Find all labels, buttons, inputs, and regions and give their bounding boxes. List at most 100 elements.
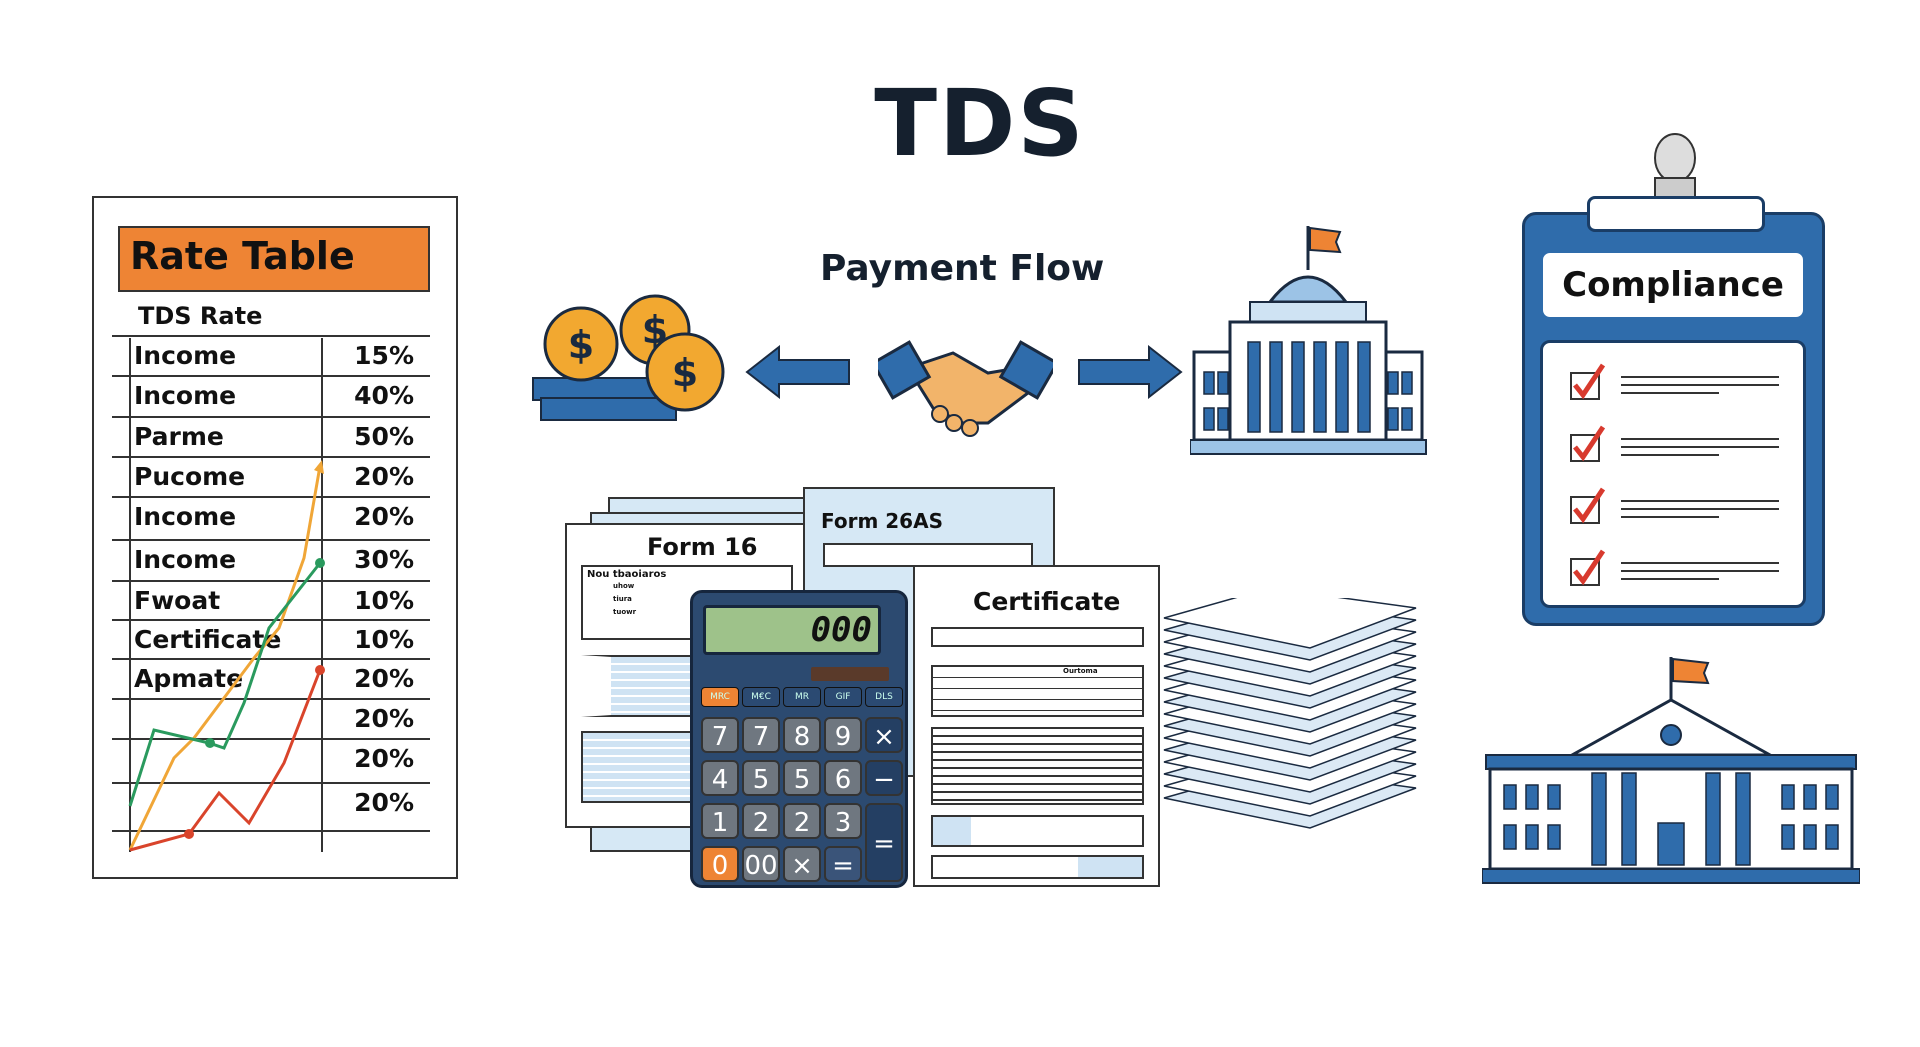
rate-row-name: Fwoat bbox=[134, 586, 221, 615]
certificate-title: Certificate bbox=[973, 587, 1121, 616]
rate-table-row: Income 40% bbox=[112, 375, 430, 416]
form16-line: uhow bbox=[613, 582, 635, 590]
checkbox-checked-icon bbox=[1570, 487, 1779, 524]
calculator-key: − bbox=[865, 760, 903, 796]
calculator-memory-key: MRC bbox=[701, 687, 739, 707]
checkbox-checked-icon bbox=[1570, 425, 1779, 462]
rate-table-row: 20% bbox=[112, 698, 430, 738]
rate-row-value: 10% bbox=[354, 586, 414, 615]
form16-line: tiura bbox=[613, 595, 632, 603]
rate-table-row: Apmate 20% bbox=[112, 658, 430, 698]
rate-row-name: Pucome bbox=[134, 462, 246, 491]
compliance-title: Compliance bbox=[1540, 250, 1806, 320]
form16-line: tuowr bbox=[613, 608, 637, 616]
certificate-block bbox=[931, 855, 1144, 879]
certificate-text-block bbox=[931, 727, 1144, 805]
rate-row-name: Income bbox=[134, 545, 237, 574]
rate-table-row: Income 20% bbox=[112, 496, 430, 539]
rate-table-header: Rate Table bbox=[118, 226, 430, 292]
calculator-key: 2 bbox=[742, 803, 780, 839]
certificate-block bbox=[931, 815, 1144, 847]
calculator-key: 6 bbox=[824, 760, 862, 796]
calculator-key: = bbox=[824, 846, 862, 882]
compliance-checklist bbox=[1540, 340, 1806, 608]
arrow-right-icon bbox=[1078, 345, 1183, 399]
certificate-document: Certificate Ourtoma bbox=[913, 565, 1160, 887]
calculator-key: 5 bbox=[742, 760, 780, 796]
paper-stack-icon bbox=[1163, 598, 1417, 829]
government-building-bottom-icon bbox=[1482, 657, 1860, 884]
certificate-table: Ourtoma bbox=[931, 665, 1144, 717]
calculator-key: × bbox=[783, 846, 821, 882]
orange-arrow-head bbox=[314, 460, 324, 474]
rate-row-name: Certificate bbox=[134, 625, 282, 654]
calculator-key: 9 bbox=[824, 717, 862, 753]
rate-row-value: 20% bbox=[354, 788, 414, 817]
calculator-key: 7 bbox=[742, 717, 780, 753]
certificate-cell: Ourtoma bbox=[1063, 667, 1098, 675]
rate-row-value: 20% bbox=[354, 704, 414, 733]
orange-trend-line bbox=[128, 465, 322, 851]
svg-text:$: $ bbox=[672, 351, 698, 395]
calculator-key: 0 bbox=[701, 846, 739, 882]
calculator-memory-key: M€C bbox=[742, 687, 780, 707]
calculator-key: 1 bbox=[701, 803, 739, 839]
rate-row-name: Apmate bbox=[134, 664, 244, 693]
calculator-memory-key: MR bbox=[783, 687, 821, 707]
rate-table-row: Income 15% bbox=[112, 335, 430, 375]
form16-title: Form 16 bbox=[647, 533, 758, 561]
calculator-key: 7 bbox=[701, 717, 739, 753]
svg-text:$: $ bbox=[642, 308, 668, 352]
form26as-title: Form 26AS bbox=[821, 509, 943, 533]
calculator-display: 000 bbox=[703, 605, 881, 655]
calculator-memory-key: GIF bbox=[824, 687, 862, 707]
clipboard-clip bbox=[1587, 196, 1765, 232]
calculator-key: 5 bbox=[783, 760, 821, 796]
checklist-item bbox=[1569, 425, 1789, 469]
calculator-key: 3 bbox=[824, 803, 862, 839]
rate-table-row: Fwoat 10% bbox=[112, 580, 430, 619]
rate-table-row: 20% bbox=[112, 738, 430, 782]
calculator-key: × bbox=[865, 717, 903, 753]
checklist-item bbox=[1569, 363, 1789, 407]
trend-lines-chart bbox=[128, 338, 325, 852]
solar-panel bbox=[811, 667, 889, 681]
checklist-item bbox=[1569, 487, 1789, 531]
rate-table-subheader: TDS Rate bbox=[138, 302, 263, 330]
rate-row-name: Income bbox=[134, 381, 237, 410]
coins-icon: $$$ bbox=[532, 294, 725, 421]
rate-table-card: Rate Table TDS Rate Income 15% Income 40% Pa… bbox=[92, 196, 458, 879]
rate-row-value: 20% bbox=[354, 664, 414, 693]
checkbox-checked-icon bbox=[1570, 549, 1779, 586]
handshake-icon bbox=[878, 340, 1053, 437]
rate-row-name: Income bbox=[134, 502, 237, 531]
form16-table-title: Nou tbaoiaros bbox=[587, 569, 667, 580]
rate-row-value: 10% bbox=[354, 625, 414, 654]
rate-row-value: 20% bbox=[354, 502, 414, 531]
page-title: TDS bbox=[874, 70, 1086, 177]
rate-row-value: 20% bbox=[354, 462, 414, 491]
rate-row-value: 15% bbox=[354, 341, 414, 370]
rate-row-name: Income bbox=[134, 341, 237, 370]
government-building-icon bbox=[1190, 226, 1427, 455]
red-trend-line bbox=[129, 669, 322, 852]
rate-row-value: 30% bbox=[354, 545, 414, 574]
calculator-memory-key: DLS bbox=[865, 687, 903, 707]
rate-table-row: Certificate 10% bbox=[112, 619, 430, 658]
rate-row-value: 50% bbox=[354, 422, 414, 451]
certificate-field bbox=[931, 627, 1144, 647]
arrow-left-icon bbox=[745, 345, 850, 399]
calculator-key: = bbox=[865, 803, 903, 882]
form26as-field bbox=[823, 543, 1033, 567]
calculator-key: 2 bbox=[783, 803, 821, 839]
rate-table-bottom-rule bbox=[112, 830, 430, 832]
green-trend-line bbox=[128, 562, 322, 807]
svg-text:$: $ bbox=[568, 323, 594, 367]
calculator-key: 4 bbox=[701, 760, 739, 796]
checkbox-checked-icon bbox=[1570, 363, 1779, 400]
rate-row-value: 40% bbox=[354, 381, 414, 410]
payment-flow-label: Payment Flow bbox=[820, 248, 1105, 289]
rate-table-row: Pucome 20% bbox=[112, 456, 430, 496]
